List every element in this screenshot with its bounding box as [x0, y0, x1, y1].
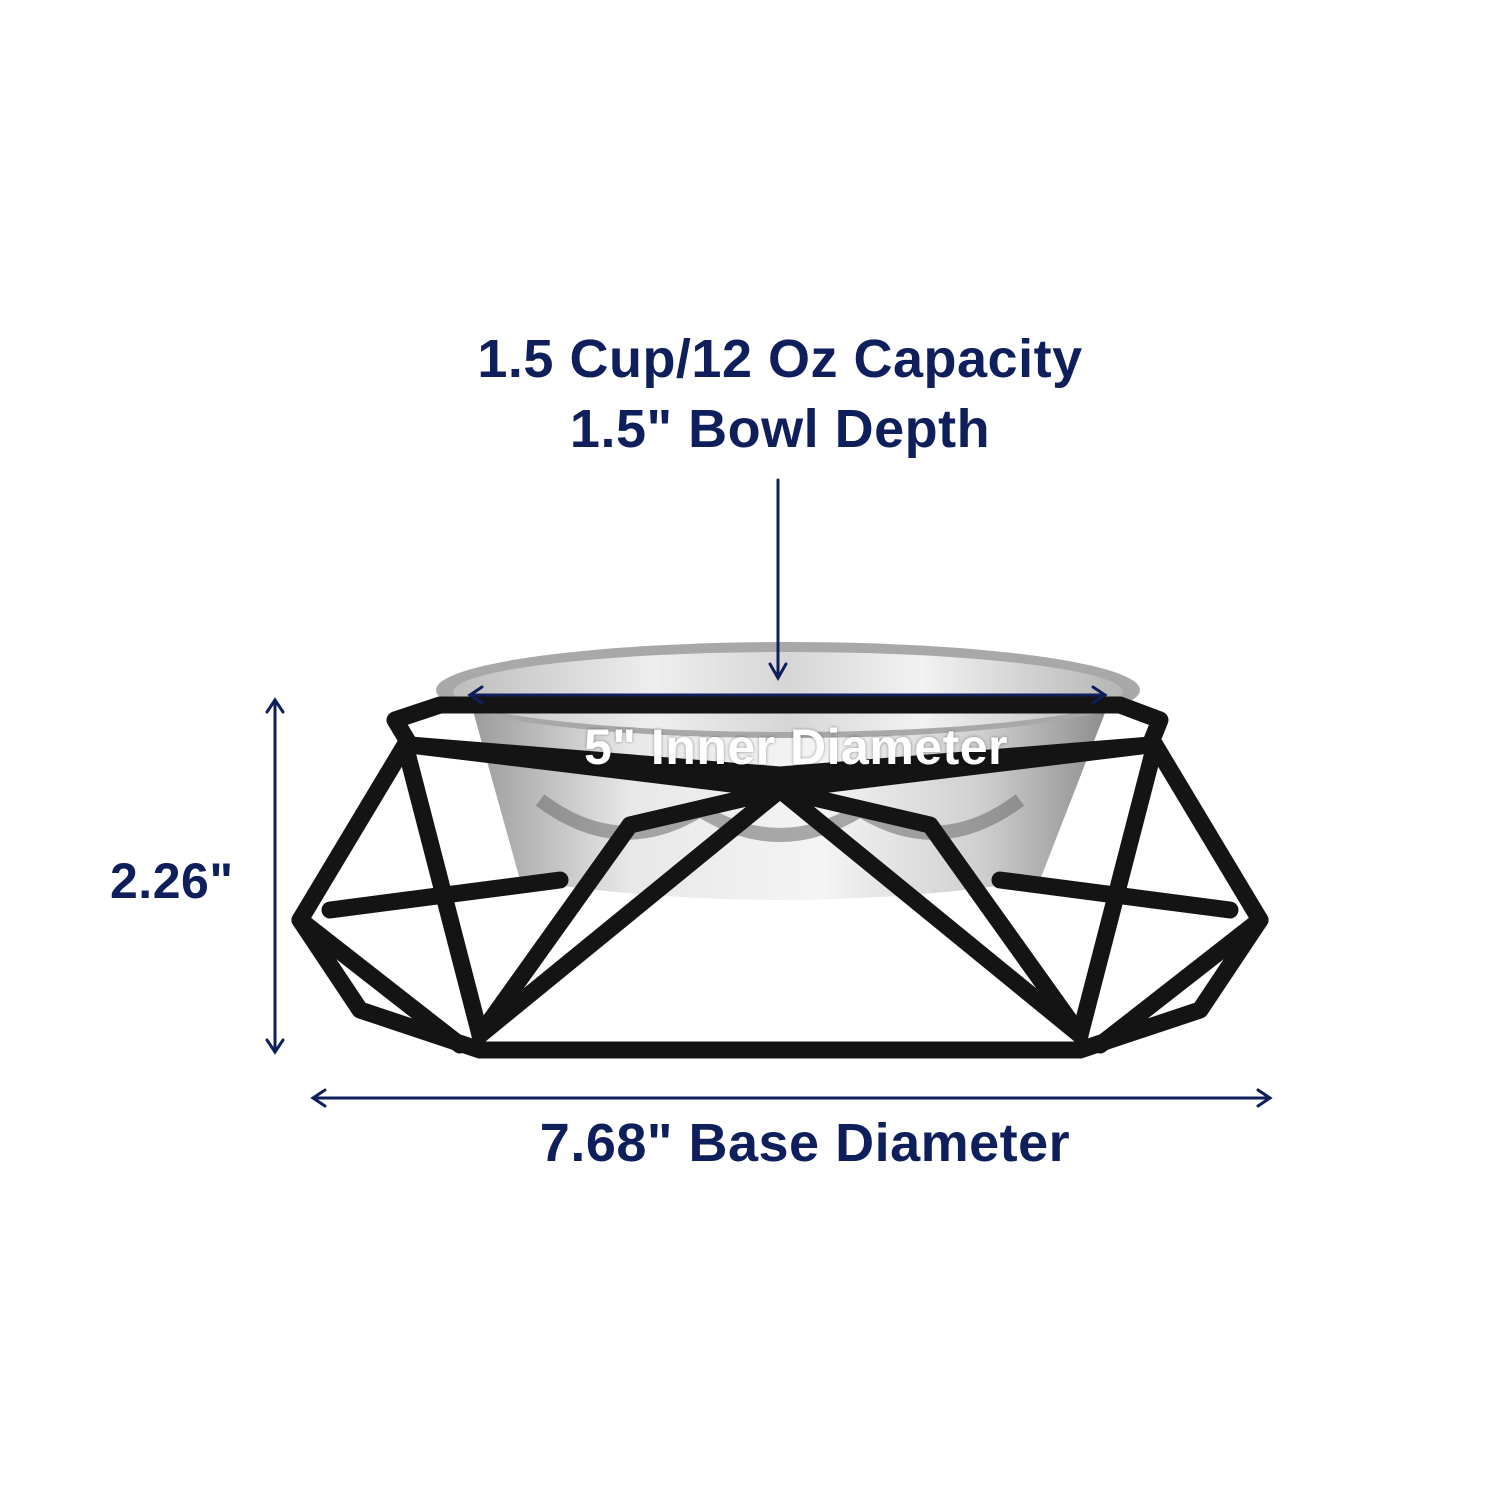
inner-diameter-label: 5" Inner Diameter — [583, 719, 1009, 775]
bowl-depth-arrow — [768, 478, 788, 682]
inner-diameter-arrow — [467, 685, 1108, 705]
capacity-label: 1.5 Cup/12 Oz Capacity — [477, 329, 1083, 389]
wire-stand — [291, 696, 1269, 1059]
base-diameter-arrow — [310, 1088, 1273, 1108]
bowl-depth-label: 1.5" Bowl Depth — [569, 399, 991, 459]
height-arrow — [265, 697, 285, 1055]
height-label: 2.26" — [110, 853, 234, 909]
base-diameter-label: 7.68" Base Diameter — [539, 1113, 1071, 1173]
